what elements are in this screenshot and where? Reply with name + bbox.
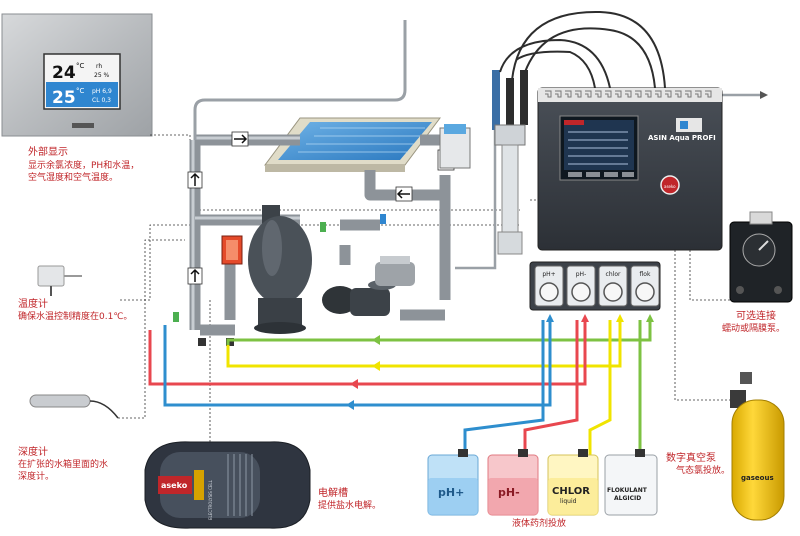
electrolysis-cell: aseko ELECTROLYSIS CELL xyxy=(144,441,311,529)
svg-text:rh: rh xyxy=(96,63,102,70)
dosing-pump-label: pH- xyxy=(576,271,587,278)
svg-text:CHLOR: CHLOR xyxy=(552,486,590,497)
svg-text:ALGICID: ALGICID xyxy=(614,495,641,502)
cell-side-text: ELECTROLYSIS CELL xyxy=(208,479,213,520)
dosing-pump-3: chlor xyxy=(598,265,628,307)
temperature-sensor xyxy=(37,265,82,296)
secondary-pump xyxy=(375,256,415,286)
external-display-panel: 24 °C rh 25 % 25 °C pH 6,9 CL 0,3 xyxy=(1,13,153,137)
chlorine-gas-tank: gaseous xyxy=(730,372,785,521)
vacuum-pump-title: 数字真空泵 xyxy=(666,453,716,464)
sand-filter xyxy=(248,205,312,334)
heater xyxy=(221,235,243,265)
probe-cables xyxy=(499,10,666,89)
svg-text:pH+: pH+ xyxy=(438,486,464,499)
external-display-desc-1: 显示余氯浓度，PH和水温， xyxy=(28,161,140,171)
vacuum-pump-desc: 气态氯投放。 xyxy=(676,466,731,476)
measurement-probes xyxy=(492,70,528,255)
svg-text:°C: °C xyxy=(76,87,85,95)
dosing-pump-label: pH+ xyxy=(542,271,555,278)
canister-ph-minus: pH- xyxy=(487,449,539,516)
depth-desc-1: 在扩张的水箱里面的水 xyxy=(18,460,109,470)
depth-sensor xyxy=(29,394,119,419)
svg-text:CL 0,3: CL 0,3 xyxy=(92,97,111,104)
controller-brand: aseko xyxy=(664,184,676,189)
electrolysis-desc: 提供盐水电解。 xyxy=(318,501,382,511)
optional-connection-title: 可选连接 xyxy=(736,311,776,322)
svg-text:25 %: 25 % xyxy=(94,72,110,79)
canister-ph-plus: pH+ xyxy=(427,449,479,516)
canister-flok: FLOKULANT ALGICID xyxy=(604,449,658,516)
external-display-title: 外部显示 xyxy=(28,147,68,158)
depth-title: 深度计 xyxy=(18,447,48,458)
external-display-desc-2: 空气湿度和空气温度。 xyxy=(28,173,119,183)
aqua-profi-controller: ASIN Aqua PROFI aseko xyxy=(537,87,723,251)
thermometer-title: 温度计 xyxy=(18,299,48,310)
liquid-dosing-label: 液体药剂投放 xyxy=(512,519,567,529)
cell-brand: aseko xyxy=(161,481,188,490)
canister-chlor: CHLOR liquid xyxy=(547,449,599,516)
dosing-pump-4: flok xyxy=(630,265,660,307)
dosing-pump-2: pH- xyxy=(566,265,596,307)
svg-text:pH 6,9: pH 6,9 xyxy=(92,88,112,95)
optional-peristaltic-pump xyxy=(729,211,793,303)
display-temp-water: 25 xyxy=(52,88,76,108)
dosing-pump-label: flok xyxy=(640,271,651,278)
electrolysis-title: 电解槽 xyxy=(318,488,348,499)
optional-connection-desc: 蠕动或隔膜泵。 xyxy=(722,324,786,334)
svg-text:FLOKULANT: FLOKULANT xyxy=(607,487,648,494)
dosing-pump-1: pH+ xyxy=(534,265,564,307)
controller-title: ASIN Aqua PROFI xyxy=(648,134,716,142)
gas-tank-label: gaseous xyxy=(741,474,774,482)
heat-exchanger xyxy=(439,127,471,169)
thermometer-desc: 确保水温控制精度在0.1℃。 xyxy=(18,312,133,322)
dosing-pump-label: chlor xyxy=(606,271,621,278)
return-pipe xyxy=(193,20,407,140)
display-temp-main: 24 xyxy=(52,63,76,83)
svg-text:liquid: liquid xyxy=(560,498,577,505)
svg-text:°C: °C xyxy=(76,62,85,70)
svg-text:pH-: pH- xyxy=(498,486,520,499)
dosing-lines xyxy=(148,320,652,460)
depth-desc-2: 深度计。 xyxy=(18,472,55,482)
